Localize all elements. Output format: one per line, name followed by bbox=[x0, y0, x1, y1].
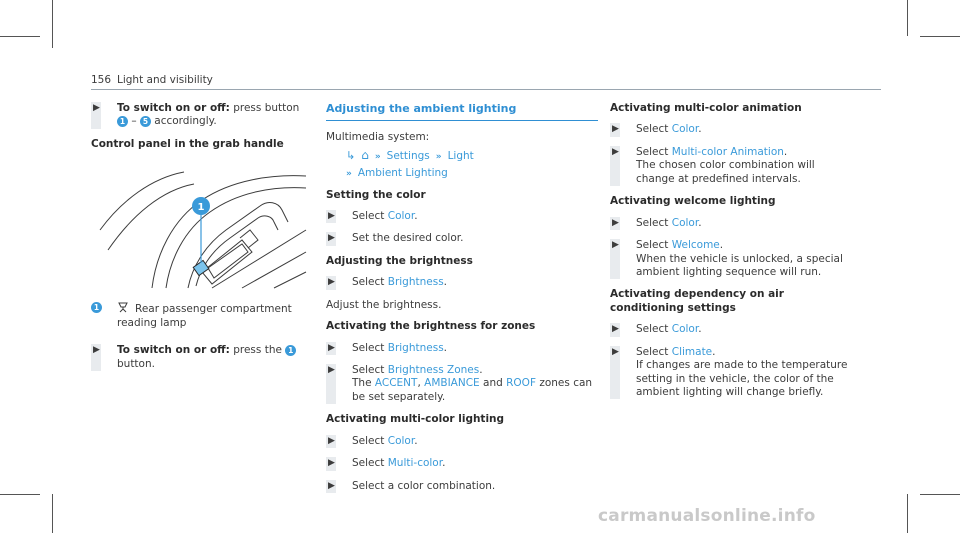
step-arrow-icon: ▶ bbox=[612, 146, 619, 157]
callout-badge: 1 bbox=[285, 345, 297, 357]
instruction-step: ▶Select Color. bbox=[326, 434, 418, 449]
section-heading: Activating multi-color animation bbox=[610, 102, 802, 114]
reading-lamp-button bbox=[192, 260, 210, 277]
menu-link-brightness[interactable]: Brightness bbox=[387, 276, 444, 289]
instruction-step: ▶Select Color. bbox=[610, 216, 702, 231]
menu-link-color[interactable]: Color bbox=[671, 323, 699, 336]
step-arrow-icon: ▶ bbox=[328, 365, 335, 376]
instruction-step: ▶Select a color combination. bbox=[326, 479, 496, 494]
section-heading: Setting the color bbox=[326, 188, 426, 201]
menu-link-multi-color[interactable]: Multi-color bbox=[387, 457, 443, 470]
instruction-step: ▶Select Color. bbox=[610, 323, 702, 337]
step-bar bbox=[91, 102, 101, 129]
instruction-step: ▶Select Brightness. bbox=[326, 276, 448, 290]
enter-arrow-icon: ↳ bbox=[346, 148, 356, 162]
instruction-step: ▶Select Color. bbox=[326, 209, 418, 224]
instruction-step: ▶Select Climate.If changes are made to t… bbox=[610, 345, 848, 400]
menu-link-color[interactable]: Color bbox=[671, 123, 699, 136]
crop-mark bbox=[907, 494, 908, 533]
section-heading: Activating welcome lighting bbox=[610, 195, 776, 208]
step-arrow-icon: ▶ bbox=[328, 342, 335, 353]
section-heading: Adjusting the brightness bbox=[326, 254, 473, 267]
menu-link-welcome[interactable]: Welcome bbox=[671, 239, 720, 252]
section-name: Light and visibility bbox=[117, 74, 213, 86]
step-arrow-icon: ▶ bbox=[328, 480, 335, 491]
step-arrow-icon: ▶ bbox=[612, 124, 619, 135]
crop-mark bbox=[52, 494, 53, 533]
callout-badge: 5 bbox=[139, 116, 151, 128]
crop-mark bbox=[0, 494, 40, 495]
menu-link-multi-color-animation[interactable]: Multi-color Animation bbox=[671, 145, 784, 158]
menu-link-brightness-zones[interactable]: Brightness Zones bbox=[387, 364, 480, 377]
section-heading: Activating dependency on air conditionin… bbox=[610, 288, 784, 314]
instruction-step: ▶ To switch on or off: press the 1 butto… bbox=[91, 344, 313, 372]
instruction-step: ▶ To switch on or off: press button 1 – … bbox=[91, 102, 300, 129]
step-arrow-icon: ▶ bbox=[93, 345, 100, 356]
menu-path: » Ambient Lighting bbox=[326, 167, 598, 181]
menu-intro: Multimedia system: bbox=[326, 131, 430, 144]
menu-path: ↳ ⌂ » Settings » Light bbox=[326, 148, 598, 164]
menu-link-color[interactable]: Color bbox=[671, 216, 699, 229]
callout-badge: 1 bbox=[117, 116, 128, 128]
crop-mark bbox=[0, 36, 40, 37]
step-arrow-icon: ▶ bbox=[612, 346, 619, 357]
step-arrow-icon: ▶ bbox=[93, 103, 100, 113]
instruction-step: ▶Select Welcome.When the vehicle is unlo… bbox=[610, 239, 843, 280]
section-heading: Activating the brightness for zones bbox=[326, 320, 536, 333]
step-arrow-icon: ▶ bbox=[328, 277, 335, 288]
section-heading: Activating multi-color lighting bbox=[326, 413, 505, 426]
svg-text:1: 1 bbox=[198, 202, 205, 213]
step-arrow-icon: ▶ bbox=[328, 435, 335, 446]
column-2: Adjusting the ambient lighting Multimedi… bbox=[326, 102, 598, 502]
page-number: 156 bbox=[91, 74, 112, 86]
column-1: ▶ To switch on or off: press button 1 – … bbox=[91, 102, 313, 380]
step-arrow-icon: ▶ bbox=[328, 233, 335, 244]
zone-ambiance[interactable]: AMBIANCE bbox=[424, 377, 480, 390]
menu-link-light[interactable]: Light bbox=[447, 149, 474, 162]
instruction-step: ▶Select Brightness. bbox=[326, 341, 448, 356]
home-icon: ⌂ bbox=[361, 147, 369, 162]
step-arrow-icon: ▶ bbox=[612, 240, 619, 251]
step-arrow-icon: ▶ bbox=[612, 217, 619, 228]
path-arrow-icon: » bbox=[435, 151, 442, 162]
menu-link-brightness[interactable]: Brightness bbox=[387, 341, 444, 354]
grab-handle-drawing: 1 bbox=[99, 171, 307, 289]
column-3: Activating multi-color animation ▶Select… bbox=[610, 102, 850, 408]
step-arrow-icon: ▶ bbox=[328, 458, 335, 469]
crop-mark bbox=[920, 494, 960, 495]
reading-lamp-icon bbox=[118, 302, 128, 313]
path-arrow-icon: » bbox=[346, 169, 352, 180]
menu-link-color[interactable]: Color bbox=[387, 434, 415, 447]
menu-link-settings[interactable]: Settings bbox=[386, 149, 430, 162]
crop-mark bbox=[52, 36, 53, 48]
instruction-step: ▶Set the desired color. bbox=[326, 232, 464, 246]
step-bar bbox=[91, 344, 101, 372]
crop-mark bbox=[907, 0, 908, 36]
callout-badge: 1 bbox=[91, 302, 102, 314]
instruction-step: ▶Select Multi-color. bbox=[326, 457, 446, 471]
step-arrow-icon: ▶ bbox=[612, 324, 619, 335]
zone-accent[interactable]: ACCENT bbox=[374, 377, 418, 390]
figure-caption: 1 Rear passenger compartment reading lam… bbox=[91, 301, 313, 330]
page-header: 156 Light and visibility bbox=[91, 74, 881, 88]
section-heading: Control panel in the grab handle bbox=[91, 137, 284, 150]
instruction-step: ▶Select Multi-color Animation.The chosen… bbox=[610, 145, 815, 187]
menu-link-color[interactable]: Color bbox=[387, 209, 415, 222]
watermark: carmanualsonline.info bbox=[598, 506, 816, 526]
path-arrow-icon: » bbox=[374, 151, 381, 162]
crop-mark bbox=[920, 36, 960, 37]
menu-link-climate[interactable]: Climate bbox=[671, 345, 713, 358]
header-divider bbox=[91, 89, 881, 90]
callout-badge bbox=[192, 197, 210, 216]
menu-link-ambient-lighting[interactable]: Ambient Lighting bbox=[357, 167, 448, 180]
zone-roof[interactable]: ROOF bbox=[506, 377, 536, 390]
note-text: Adjust the brightness. bbox=[326, 298, 442, 311]
grab-handle-illustration: 1 bbox=[91, 159, 313, 292]
instruction-step: ▶Select Brightness Zones.The ACCENT, AMB… bbox=[326, 364, 593, 405]
instruction-step: ▶Select Color. bbox=[610, 123, 702, 137]
crop-mark bbox=[52, 0, 53, 36]
step-arrow-icon: ▶ bbox=[328, 210, 335, 221]
section-title: Adjusting the ambient lighting bbox=[326, 102, 598, 122]
